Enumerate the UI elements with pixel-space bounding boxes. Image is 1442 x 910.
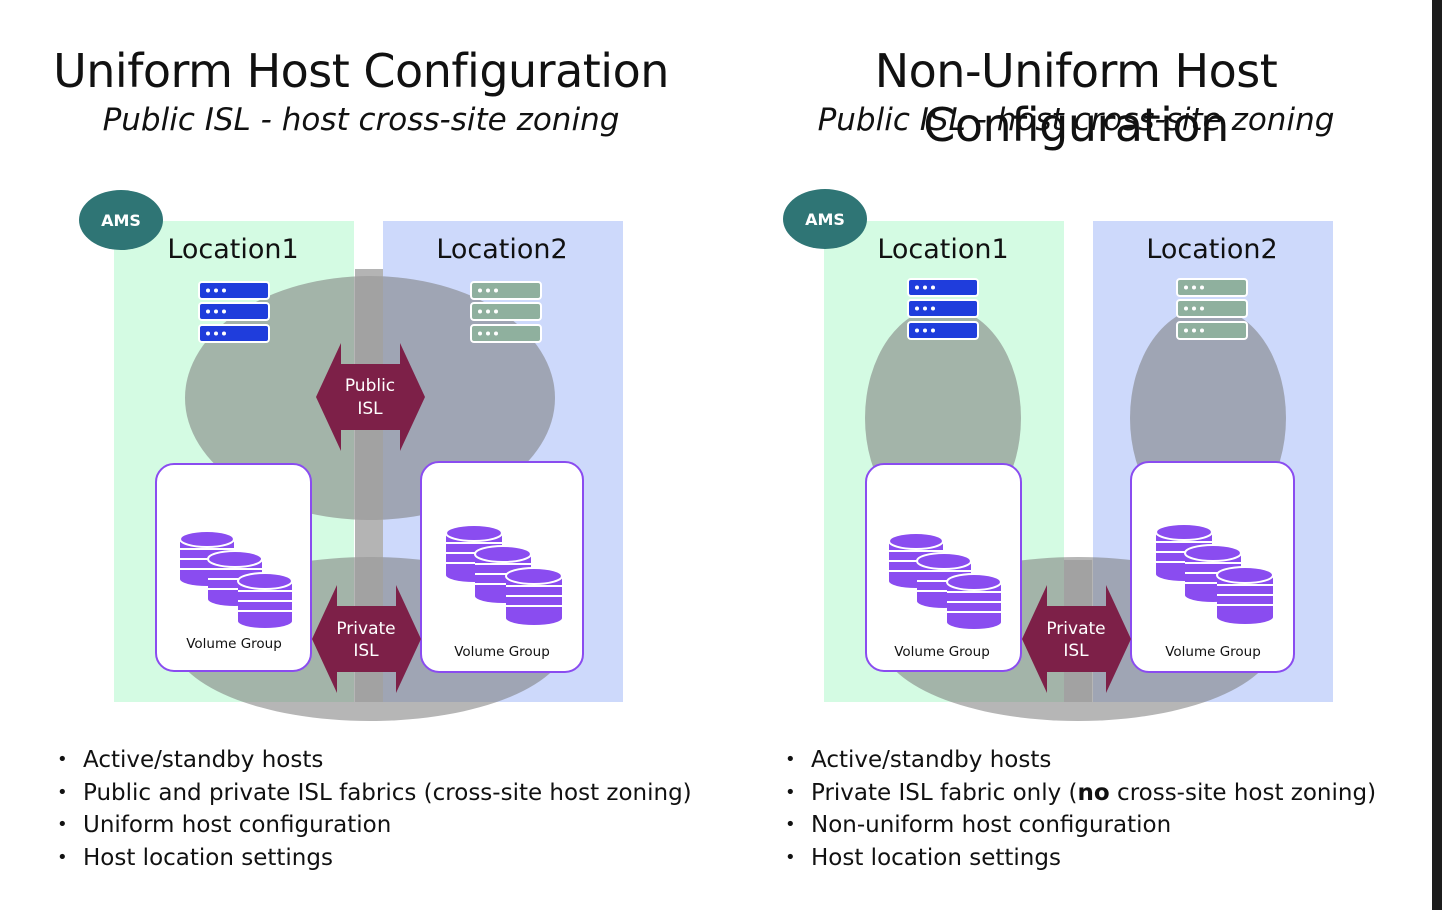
storage-stack-icon xyxy=(1155,523,1274,624)
list-item: Uniform host configuration xyxy=(57,809,692,842)
volume-group-label: Volume Group xyxy=(186,636,282,652)
list-item-text: Private ISL fabric only ( xyxy=(811,779,1078,806)
standby-host-server-icon xyxy=(1176,278,1248,340)
private-isl-arrow: Private ISL xyxy=(312,585,421,693)
page-subtitle: Public ISL - host cross-site zoning xyxy=(817,102,1335,138)
location2-label: Location2 xyxy=(436,234,567,265)
list-item: Host location settings xyxy=(785,842,1376,875)
location1-label: Location1 xyxy=(877,234,1008,265)
location1-label: Location1 xyxy=(167,234,298,265)
volume-group-label: Volume Group xyxy=(894,644,990,660)
page-title: Non-Uniform Host Configuration xyxy=(874,44,1278,152)
ams-label: AMS xyxy=(101,211,141,230)
ams-label: AMS xyxy=(805,210,845,229)
non-uniform-diagram: AMS Location1 Location2 xyxy=(783,189,1333,721)
list-item: Private ISL fabric only (no cross-site h… xyxy=(785,777,1376,810)
active-host-server-icon xyxy=(198,281,270,343)
list-item: Active/standby hosts xyxy=(785,744,1376,777)
page-title: Uniform Host Configuration xyxy=(53,44,669,98)
private-isl-label-line1: Private xyxy=(336,619,395,639)
public-isl-label-line1: Public xyxy=(345,376,395,396)
list-item: Active/standby hosts xyxy=(57,744,692,777)
location2-label: Location2 xyxy=(1146,234,1277,265)
storage-stack-icon xyxy=(445,524,563,625)
feature-list: Active/standby hosts Private ISL fabric … xyxy=(785,744,1376,874)
ams-badge: AMS xyxy=(79,190,163,250)
private-isl-label-line2: ISL xyxy=(1063,641,1089,661)
public-isl-label-line2: ISL xyxy=(357,399,383,419)
emphasis-text: no xyxy=(1077,779,1110,806)
list-item-text: cross-site host zoning) xyxy=(1109,779,1377,806)
window-edge xyxy=(1432,0,1442,910)
page-subtitle: Public ISL - host cross-site zoning xyxy=(102,102,620,138)
uniform-diagram: AMS Location1 Location2 Public ISL xyxy=(79,190,623,721)
list-item: Public and private ISL fabrics (cross-si… xyxy=(57,777,692,810)
private-isl-label-line1: Private xyxy=(1046,619,1105,639)
private-isl-label-line2: ISL xyxy=(353,641,379,661)
private-isl-arrow: Private ISL xyxy=(1022,585,1131,693)
storage-stack-icon xyxy=(179,530,293,628)
uniform-config-panel: Uniform Host Configuration Public ISL - … xyxy=(0,0,722,910)
standby-host-server-icon xyxy=(470,281,542,343)
active-host-server-icon xyxy=(907,278,979,340)
list-item: Non-uniform host configuration xyxy=(785,809,1376,842)
storage-stack-icon xyxy=(888,532,1002,629)
list-item: Host location settings xyxy=(57,842,692,875)
volume-group-label: Volume Group xyxy=(454,644,550,660)
ams-badge: AMS xyxy=(783,189,867,249)
public-isl-arrow: Public ISL xyxy=(316,343,425,451)
feature-list: Active/standby hosts Public and private … xyxy=(57,744,692,874)
volume-group-label: Volume Group xyxy=(1165,644,1261,660)
non-uniform-config-panel: Non-Uniform Host Configuration Public IS… xyxy=(722,0,1430,910)
